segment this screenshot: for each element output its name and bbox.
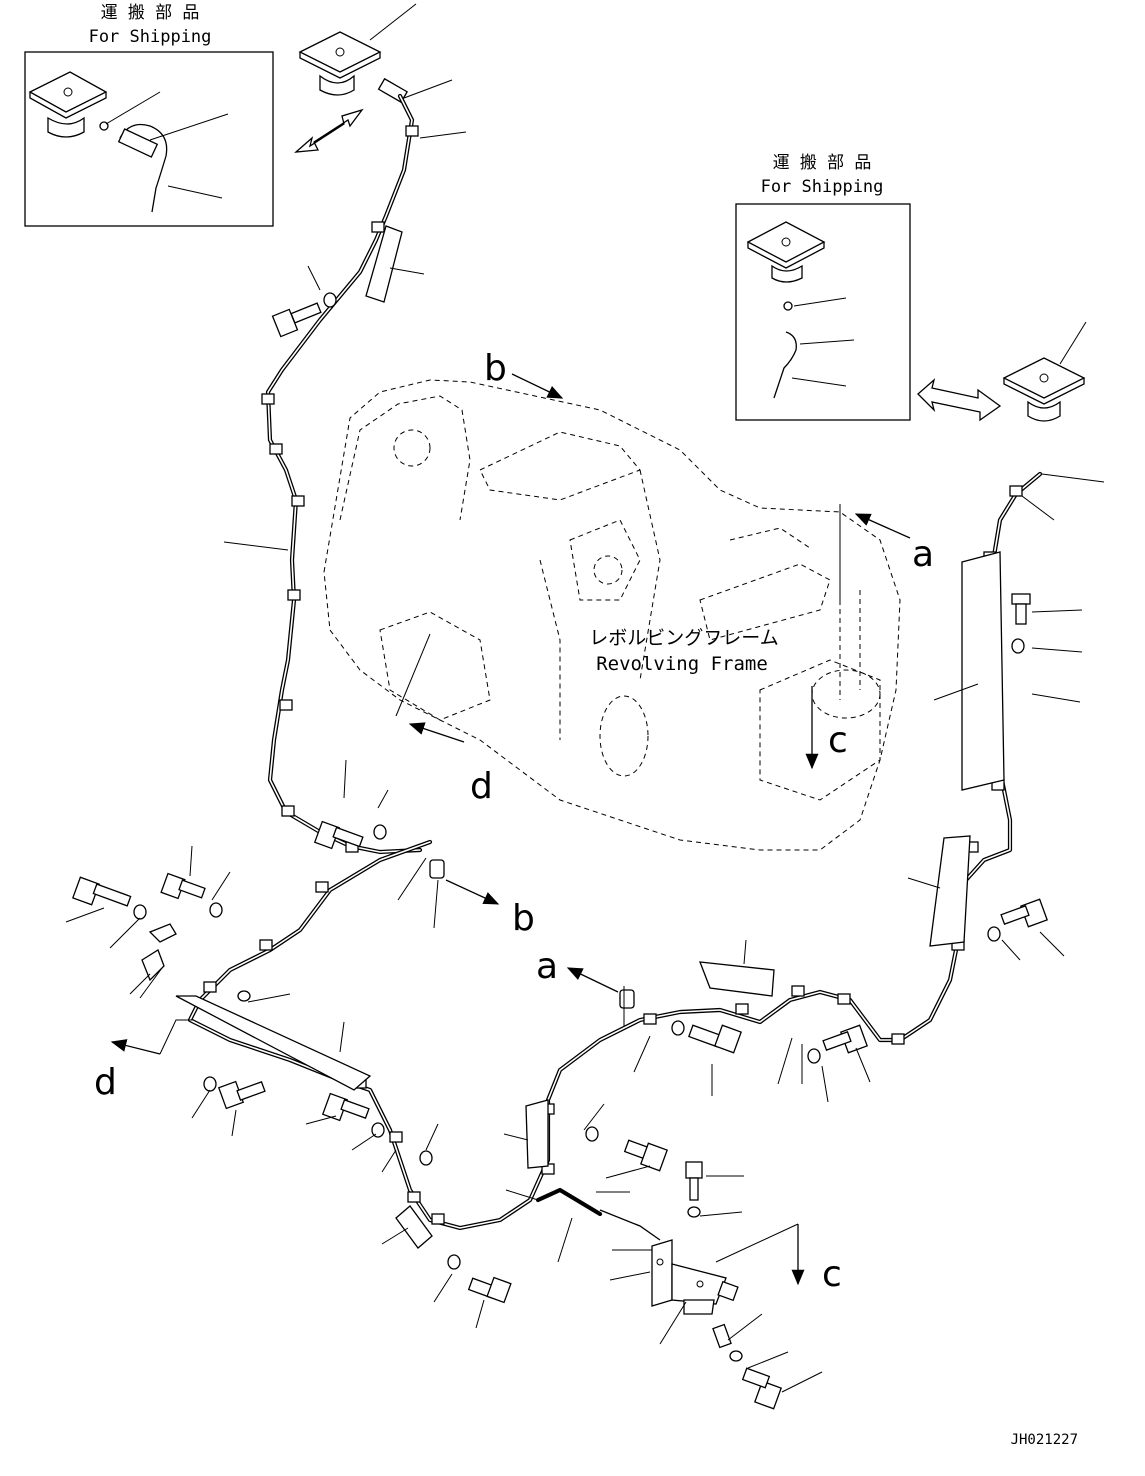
- view-letter-c-center: c: [828, 720, 848, 761]
- mounting-bracket: [599, 1209, 739, 1315]
- drawing-id: JH021227: [1011, 1432, 1078, 1448]
- frame-label-en: Revolving Frame: [596, 653, 768, 675]
- leader-lines: [65, 265, 1083, 1393]
- view-letter-c-bottom: c: [822, 1254, 842, 1295]
- view-letter-d-center: d: [470, 766, 493, 807]
- shipping-label-jp-left: 運 搬 部 品: [101, 3, 200, 23]
- view-letter-a-bottom: a: [536, 946, 558, 987]
- view-arrows: [110, 373, 911, 1286]
- revolving-frame: [323, 379, 901, 851]
- transfer-arrow-left: [294, 108, 364, 153]
- shipping-label-en-left: For Shipping: [89, 27, 212, 47]
- shipping-label-en-right: For Shipping: [761, 177, 884, 197]
- view-letter-b-top: b: [484, 348, 507, 389]
- protector-plates: [175, 225, 1005, 1249]
- view-letter-b-bottom: b: [512, 898, 535, 939]
- washers: [133, 292, 1025, 1362]
- bolts: [72, 302, 1048, 1410]
- shipping-label-jp-right: 運 搬 部 品: [773, 153, 872, 173]
- shipping-box-left: 運 搬 部 品 For Shipping: [24, 3, 274, 227]
- connector-top: [298, 3, 467, 139]
- view-letter-d-left: d: [94, 1062, 117, 1103]
- view-letter-a-right: a: [912, 534, 934, 575]
- transfer-arrow-right: [917, 378, 1002, 422]
- shipping-box-right: 運 搬 部 品 For Shipping: [735, 153, 911, 421]
- connector-right: [1002, 321, 1105, 521]
- frame-label-jp: レボルビングフレーム: [589, 627, 778, 649]
